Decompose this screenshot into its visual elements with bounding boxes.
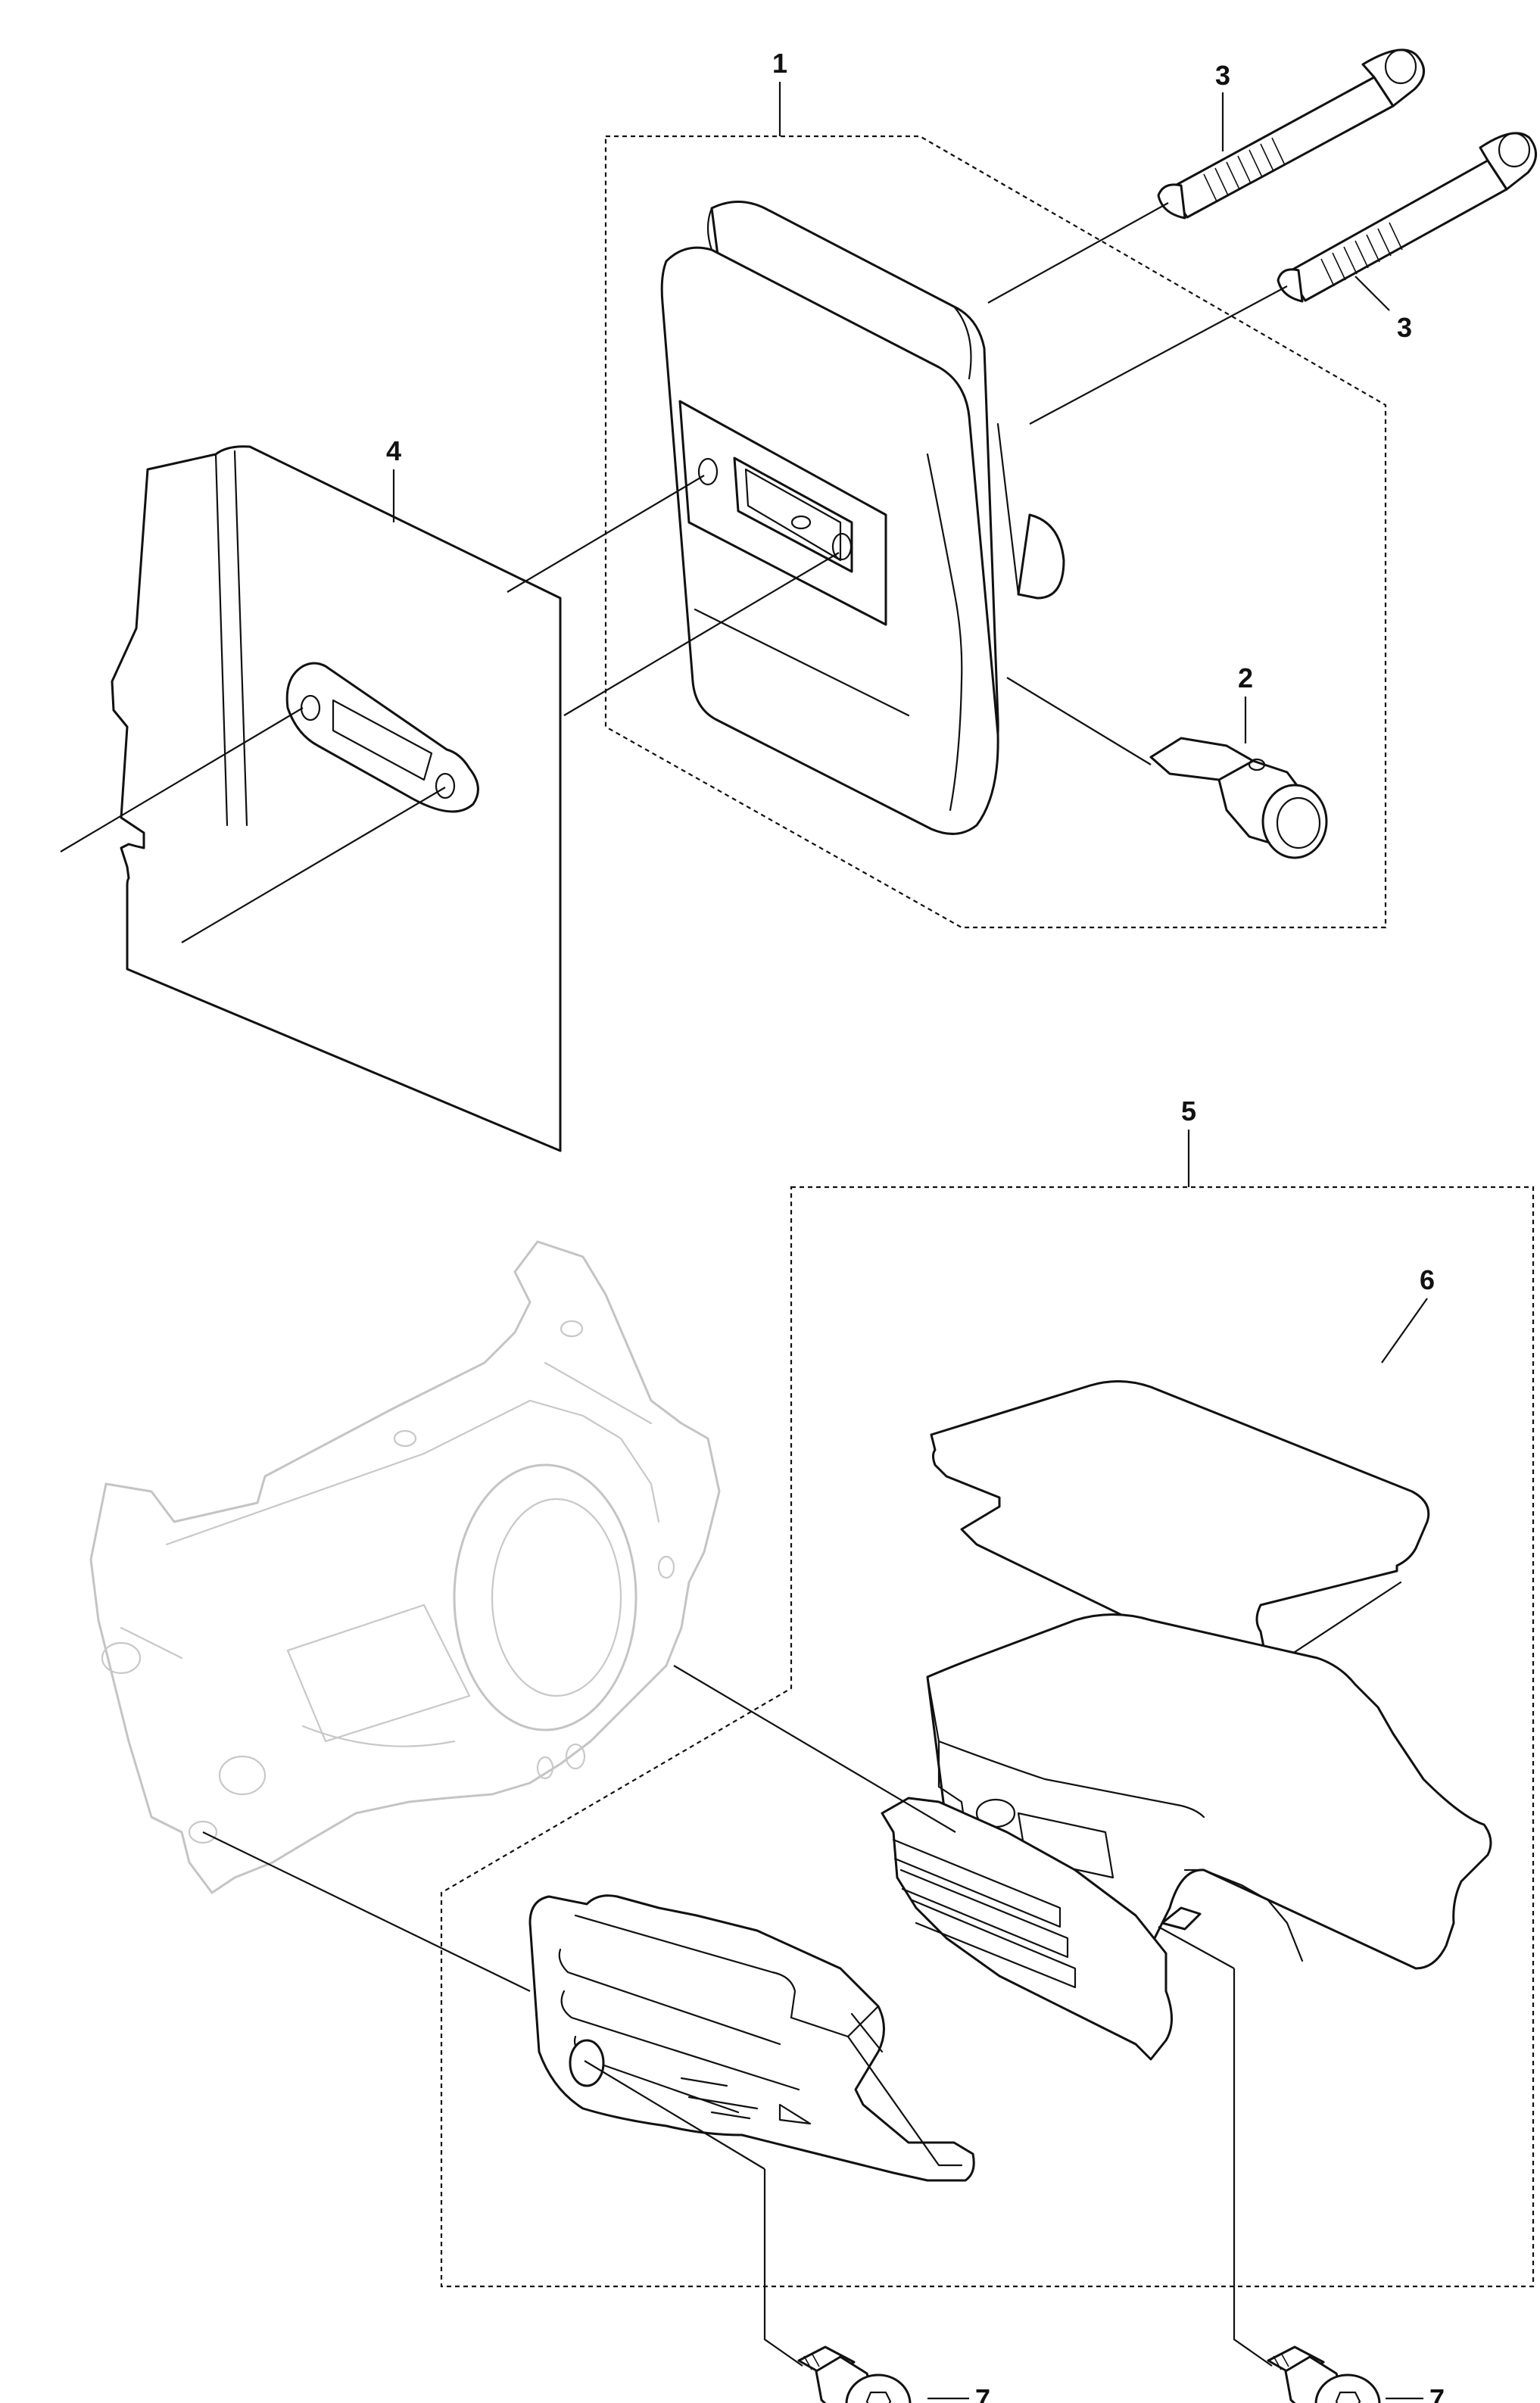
crankcase-ghost: [89, 1240, 721, 1894]
assembly-leader-lines-top: [60, 82, 1390, 943]
callout-part-1: 1: [772, 48, 787, 79]
callout-part-7-left: 7: [975, 2383, 990, 2403]
callout-part-3-upper: 3: [1215, 60, 1230, 91]
ribbed-deflector-plate: [881, 1797, 1173, 2061]
bolt-lower: [1277, 132, 1537, 303]
louvered-cover: [528, 1894, 975, 2182]
callout-part-3-lower: 3: [1397, 312, 1412, 343]
callout-part-7-right: 7: [1429, 2383, 1445, 2403]
muffler-body: [660, 201, 1065, 835]
screw-right: [1267, 2345, 1381, 2403]
callout-part-2: 2: [1238, 662, 1253, 693]
callout-part-6: 6: [1420, 1264, 1435, 1295]
assembly-leader-lines-bottom: [202, 1130, 1428, 2400]
screw-left: [797, 2345, 912, 2403]
spark-arrester: [1149, 737, 1328, 859]
heat-shield: [111, 445, 562, 1152]
bolt-upper: [1157, 48, 1425, 220]
callout-part-5: 5: [1181, 1096, 1196, 1127]
callout-part-4: 4: [386, 435, 401, 466]
group-boundary-muffler-cover-assembly: [440, 1186, 1535, 2288]
group-boundary-muffler-assembly: [604, 135, 1387, 929]
